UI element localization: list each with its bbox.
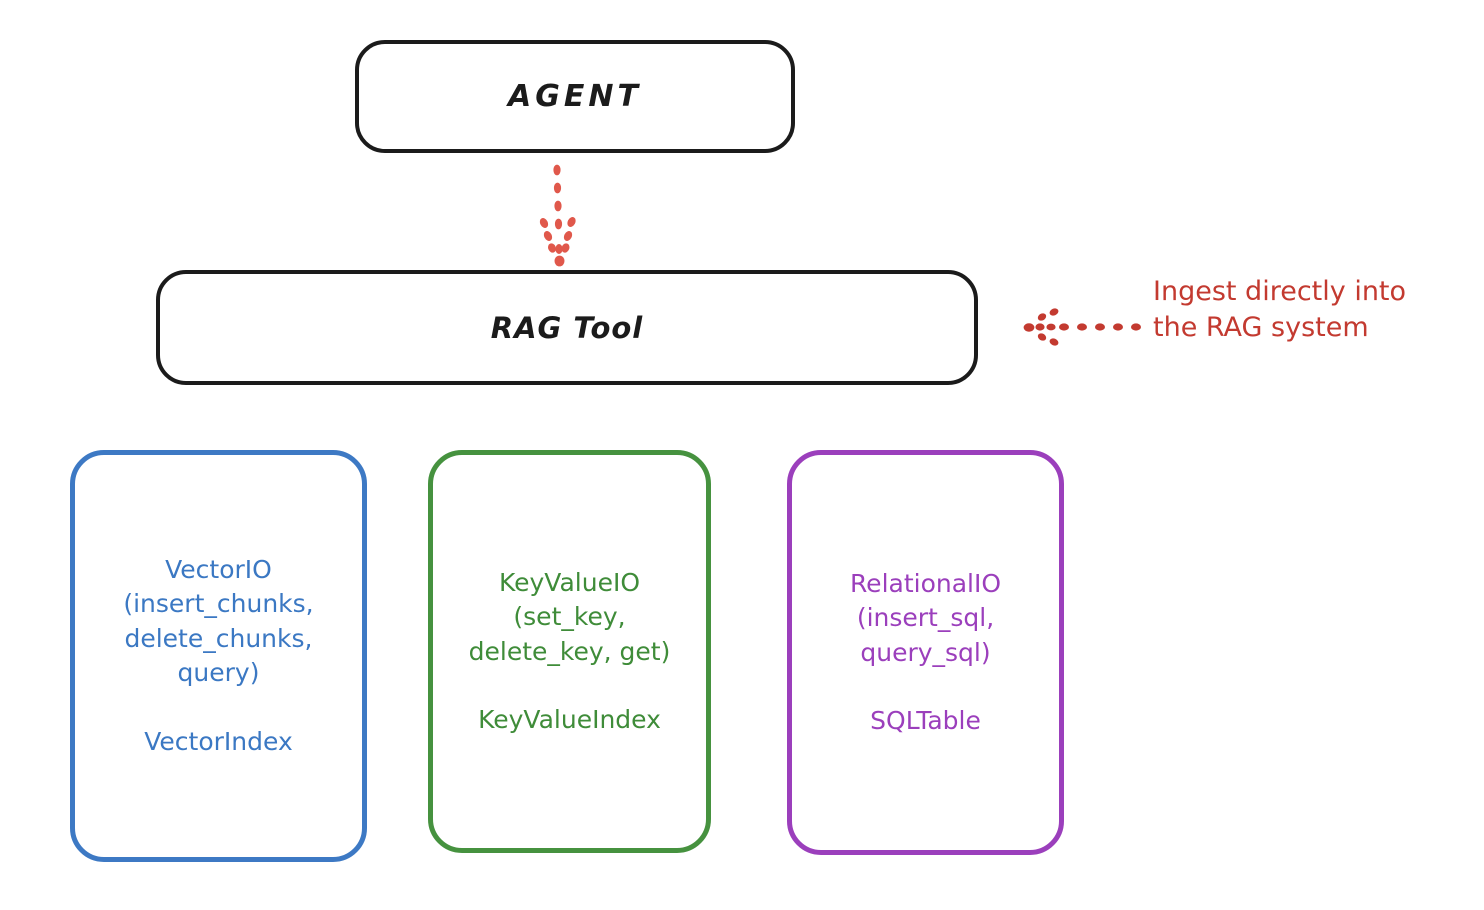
node-key-value-io-index-label: KeyValueIndex [478, 705, 661, 734]
annotation-ingest-label: Ingest directly into the RAG system [1153, 276, 1407, 344]
node-agent-label: AGENT [508, 79, 642, 114]
connector-agent-to-rag-tool [539, 164, 576, 267]
node-key-value-io[interactable]: KeyValueIO (set_key, delete_key, get) Ke… [428, 450, 711, 853]
node-vector-io-index-label: VectorIndex [144, 726, 293, 756]
node-relational-io-interface-label: RelationalIO (insert_sql, query_sql) [849, 568, 1002, 667]
node-rag-tool[interactable]: RAG Tool [156, 270, 978, 385]
annotation-ingest-into-rag: Ingest directly into the RAG system [1018, 272, 1478, 372]
dotted-arrow-down-icon [539, 164, 576, 267]
node-relational-io[interactable]: RelationalIO (insert_sql, query_sql) SQL… [787, 450, 1064, 855]
node-key-value-io-interface-label: KeyValueIO (set_key, delete_key, get) [468, 567, 671, 666]
node-agent[interactable]: AGENT [355, 40, 795, 153]
node-vector-io[interactable]: VectorIO (insert_chunks, delete_chunks, … [70, 450, 367, 862]
dotted-arrow-left-icon [1023, 308, 1141, 346]
node-rag-tool-label: RAG Tool [490, 310, 644, 345]
node-vector-io-interface-label: VectorIO (insert_chunks, delete_chunks, … [123, 554, 314, 688]
node-relational-io-index-label: SQLTable [870, 706, 981, 735]
